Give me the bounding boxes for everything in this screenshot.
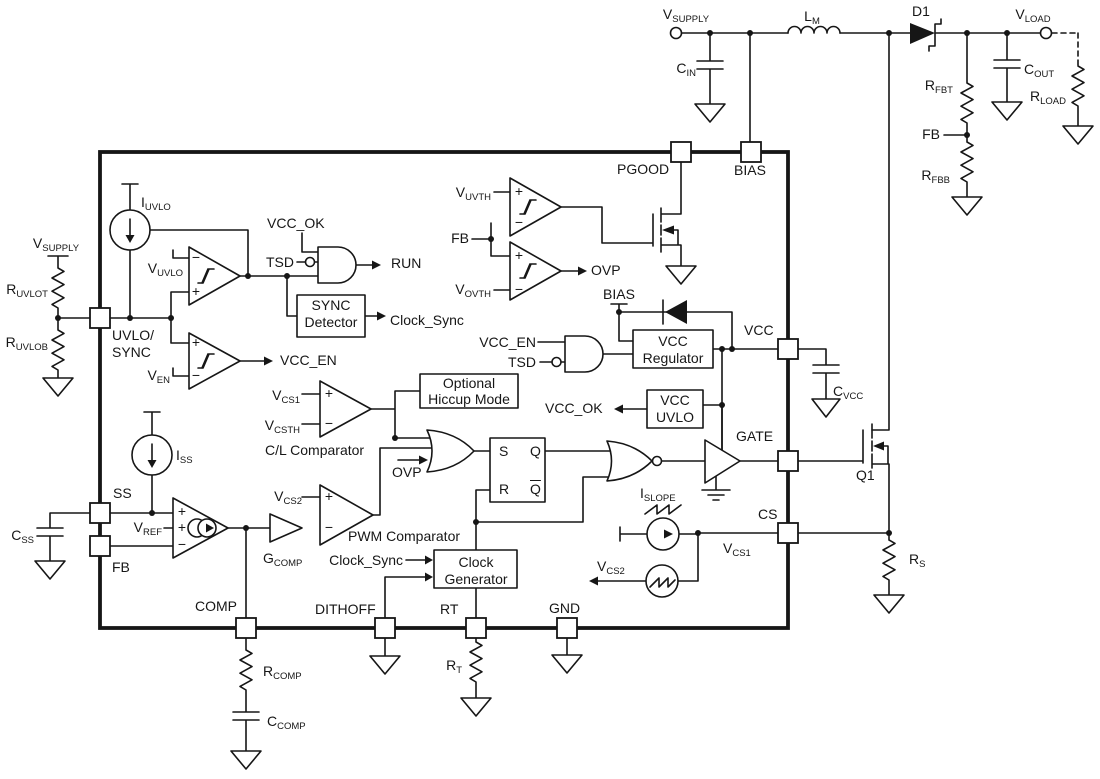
gnd-rt [460, 697, 492, 717]
cap-css [34, 512, 91, 580]
gnd-gnd-pin [551, 654, 583, 674]
gnd-cout [991, 101, 1023, 121]
nor-bubble-icon [651, 455, 663, 467]
dithoff-ground [369, 637, 401, 675]
uvlo-sync-section [109, 183, 386, 390]
slope-comp-section [589, 504, 779, 598]
clock-sync-arrowhead-icon [377, 311, 386, 321]
tsd-invert-bubble-icon [304, 256, 316, 268]
ovp-in-arrowhead-icon [419, 455, 428, 465]
ovp-arrowhead-icon [578, 266, 587, 276]
gnd-css [34, 560, 66, 580]
ramp-icon [649, 577, 676, 588]
ota-arrow-icon [206, 523, 214, 533]
pin-pgood [670, 141, 692, 163]
gnd-ccomp [230, 750, 262, 770]
junction-dots [55, 30, 1010, 536]
uvth-hysteresis-icon [519, 199, 537, 215]
gnd-cvcc [811, 398, 841, 418]
comp-network [230, 637, 262, 770]
vcc-en-and-gate [564, 335, 604, 373]
run-and-gate [317, 246, 357, 284]
sawtooth-icon [644, 504, 682, 515]
gnd-rfbb [951, 196, 983, 216]
bias-diode-icon [665, 300, 687, 324]
vcc-uvlo-block [646, 389, 704, 429]
dithoff-in-arrowhead-icon [425, 572, 433, 582]
vcs2-ramp-generator [645, 564, 679, 598]
gnd-pgood-fet [665, 265, 697, 285]
diode-d1 [910, 18, 942, 52]
pgood-section [471, 161, 697, 301]
pin-bias [740, 141, 762, 163]
q1-drain-wire [871, 32, 890, 431]
pin-gate [777, 450, 799, 472]
hiccup-mode-block [419, 373, 519, 409]
cap-cout [991, 32, 1023, 121]
gate-driver [704, 439, 741, 484]
iss-arrowhead-icon [147, 460, 157, 468]
en-comparator [188, 332, 241, 390]
mosfet-q1 [797, 423, 890, 534]
nor-gate [606, 440, 653, 482]
clock-generator-block [433, 549, 518, 589]
gnd-dithoff [369, 655, 401, 675]
rt-network [460, 637, 492, 717]
pin-rt [465, 617, 487, 639]
pgood-fet-body-arrow-icon [662, 225, 674, 235]
tsd-invert-bubble2-icon [551, 356, 562, 368]
sr-latch [489, 437, 546, 503]
rs-network [797, 532, 905, 614]
pwm-comparator [319, 484, 374, 546]
pin-dithoff [374, 617, 396, 639]
gcomp-buffer [269, 513, 303, 543]
set-or-gate [426, 429, 475, 473]
gnd-rload [1062, 125, 1094, 145]
ic-pins [89, 141, 799, 639]
cap-cin [694, 32, 726, 123]
vcc-regulator-block [632, 329, 714, 369]
run-arrowhead-icon [372, 260, 381, 270]
vcs2-out-arrowhead-icon [589, 576, 598, 586]
q1-body-arrow-icon [873, 441, 884, 451]
cap-cvcc [797, 348, 841, 418]
pin-vcc [777, 338, 799, 360]
uvlo-comparator [188, 246, 241, 306]
vsupply-terminal [669, 26, 683, 40]
gnd-pin-ground [551, 637, 583, 674]
iuvlo-arrowhead-icon [125, 235, 135, 243]
gnd-uvlo-divider [42, 377, 74, 397]
ic-boundary [98, 150, 790, 630]
ovth-hysteresis-icon [519, 263, 537, 279]
external-power-path [669, 18, 1094, 431]
en-hysteresis-icon [197, 353, 215, 369]
pin-fb [89, 535, 111, 557]
inductor-lm [787, 25, 841, 34]
islope-current-source [646, 517, 680, 551]
vcc-en-arrowhead-icon [264, 356, 273, 366]
vload-terminal [1039, 26, 1053, 40]
sync-detector-block [296, 294, 366, 338]
uvlo-hysteresis-icon [197, 268, 215, 284]
pin-cs [777, 522, 799, 544]
gnd-rs [873, 594, 905, 614]
gnd-cin [694, 103, 726, 123]
cl-comparator [319, 380, 372, 438]
uvlo-divider [42, 255, 91, 397]
uvth-comparator [509, 177, 562, 237]
vcc-section [537, 299, 779, 451]
vcc-ok-arrowhead-icon [614, 404, 623, 414]
pin-gnd [556, 617, 578, 639]
ovth-comparator [509, 241, 562, 301]
pin-comp [235, 617, 257, 639]
islope-arrowhead-icon [664, 529, 673, 539]
pin-ss [89, 502, 111, 524]
pin-uvlo-sync [89, 307, 111, 329]
rload-branch [1051, 32, 1094, 145]
clock-sync-in-arrowhead-icon [425, 555, 433, 565]
fb-divider [943, 32, 983, 216]
